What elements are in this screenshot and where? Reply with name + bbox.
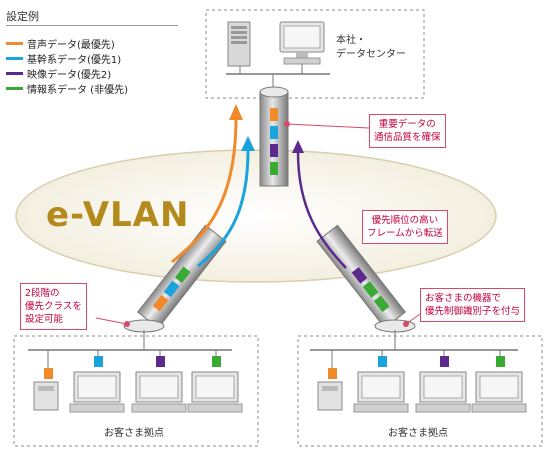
hq-monitor-icon bbox=[279, 21, 325, 65]
core-flow-arrow bbox=[197, 149, 250, 268]
legend-title: 設定例 bbox=[6, 10, 39, 23]
legend-item-video: 映像データ(優先2) bbox=[6, 66, 111, 81]
video-swatch bbox=[6, 72, 23, 75]
voice-flow-arrow bbox=[171, 117, 238, 264]
left-site-label: お客さま拠点 bbox=[104, 428, 164, 439]
callout-quality: 重要データの 通信品質を確保 bbox=[369, 114, 446, 148]
legend-label: 情報系データ (非優先) bbox=[27, 85, 128, 96]
legend-item-voice: 音声データ(最優先) bbox=[6, 36, 115, 51]
callout-customer-id: お客さまの機器で 優先制御識別子を付与 bbox=[420, 288, 526, 322]
callout-two-level: 2段階の 優先クラスを 設定可能 bbox=[20, 283, 87, 330]
central-pipe bbox=[259, 86, 289, 187]
legend-divider bbox=[6, 25, 178, 26]
right-site-devices bbox=[317, 350, 527, 413]
video-flow-arrow bbox=[296, 151, 347, 269]
legend-label: 音声データ(最優先) bbox=[27, 40, 115, 51]
info-swatch bbox=[6, 87, 23, 90]
legend-label: 映像データ(優先2) bbox=[27, 70, 112, 81]
voice-swatch bbox=[6, 42, 23, 45]
evlan-cloud bbox=[15, 149, 497, 283]
legend-label: 基幹系データ(優先1) bbox=[27, 55, 122, 66]
left-site-devices bbox=[33, 350, 243, 413]
legend-item-core: 基幹系データ(優先1) bbox=[6, 51, 121, 66]
server-icon bbox=[227, 21, 251, 67]
core-swatch bbox=[6, 57, 23, 60]
legend-item-info: 情報系データ (非優先) bbox=[6, 81, 128, 96]
hq-label: 本社・ データセンター bbox=[336, 35, 406, 60]
evlan-label: e-VLAN bbox=[46, 195, 190, 235]
right-site-label: お客さま拠点 bbox=[388, 428, 448, 439]
callout-priority-frames: 優先順位の高い フレームから転送 bbox=[362, 210, 448, 244]
